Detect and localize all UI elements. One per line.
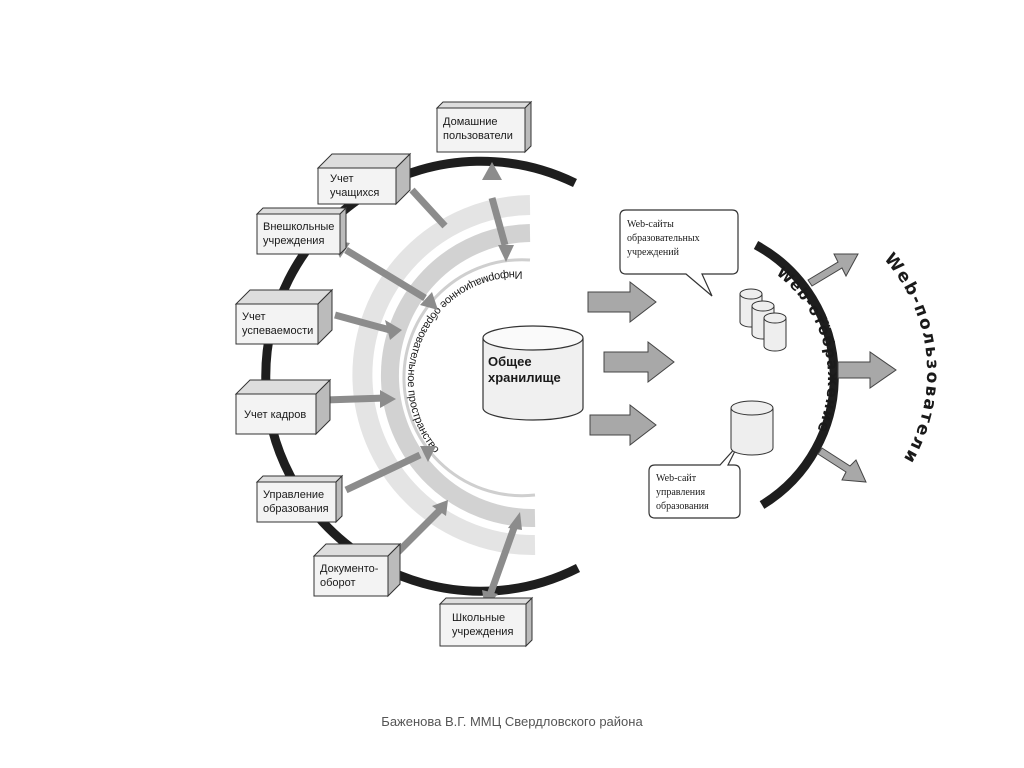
svg-text:Внешкольные: Внешкольные — [263, 221, 334, 233]
internet-label-2: Internet — [342, 358, 353, 401]
box-students: Учет учащихся — [316, 152, 412, 206]
web-users-label: Web-пользователи — [880, 249, 942, 468]
svg-text:образовательных: образовательных — [627, 233, 700, 244]
svg-text:Учет: Учет — [242, 311, 266, 323]
bubble-admin-site: Web-сайт управления образования — [648, 444, 741, 519]
svg-text:Документо-: Документо- — [320, 563, 379, 575]
storage-label-line1: Общее — [488, 354, 532, 369]
svg-text:Web-сайт: Web-сайт — [656, 473, 697, 484]
svg-text:пользователи: пользователи — [443, 130, 513, 142]
svg-text:управления: управления — [656, 487, 706, 498]
box-education-admin: Управление образования — [255, 474, 344, 524]
box-home-users: Домашние пользователи — [435, 100, 533, 154]
box-progress: Учет успеваемости — [234, 288, 334, 346]
svg-text:Управление: Управление — [263, 489, 324, 501]
svg-text:Учет кадров: Учет кадров — [244, 409, 306, 421]
box-staff: Учет кадров — [234, 378, 332, 436]
svg-text:учреждения: учреждения — [263, 235, 324, 247]
web-user-arrows — [807, 253, 897, 483]
info-space-rings — [261, 156, 581, 596]
storage-cylinder: Общее хранилище — [482, 325, 584, 421]
svg-text:учреждения: учреждения — [452, 626, 513, 638]
internet-ring-left — [261, 156, 581, 596]
svg-text:образования: образования — [656, 501, 709, 512]
footer-credit: Баженова В.Г. ММЦ Свердловского района — [381, 714, 643, 729]
svg-text:успеваемости: успеваемости — [242, 325, 313, 337]
svg-text:образования: образования — [263, 503, 329, 515]
svg-text:учреждений: учреждений — [627, 247, 680, 258]
internet-ring-right — [753, 241, 839, 509]
left-arrows — [324, 187, 519, 597]
storage-label-line2: хранилище — [488, 370, 561, 385]
svg-text:Домашние: Домашние — [443, 116, 498, 128]
svg-text:Web-сайты: Web-сайты — [627, 219, 674, 230]
svg-text:учащихся: учащихся — [330, 187, 379, 199]
server-cylinders — [730, 288, 787, 456]
box-extracurricular: Внешкольные учреждения — [255, 206, 348, 256]
bubble-school-sites: Web-сайты образовательных учреждений — [619, 209, 739, 297]
box-schools: Школьные учреждения — [438, 596, 534, 648]
box-doc-flow: Документо- оборот — [312, 542, 402, 598]
svg-text:Учет: Учет — [330, 173, 354, 185]
svg-text:Школьные: Школьные — [452, 612, 505, 624]
diagram-canvas: Информационное образовательное пространс… — [234, 100, 942, 648]
transfer-arrows — [587, 280, 675, 447]
svg-text:оборот: оборот — [320, 577, 356, 589]
